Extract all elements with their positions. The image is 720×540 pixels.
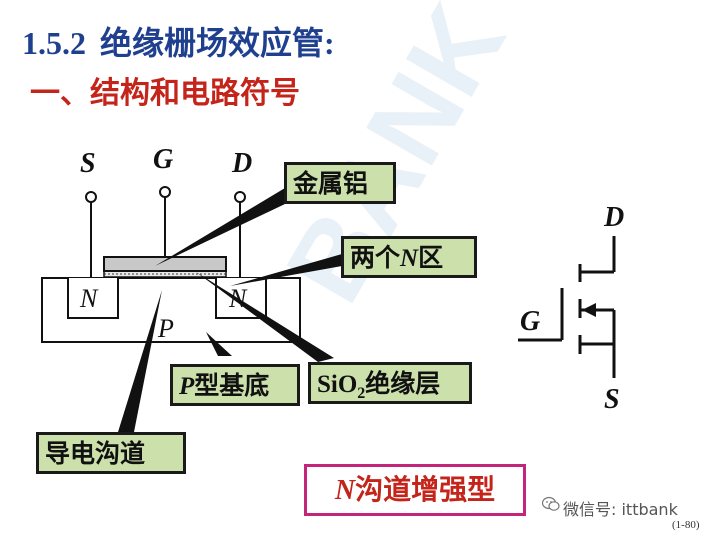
wechat-watermark: 微信号: ittbank <box>563 500 678 519</box>
n-region-left-label: N <box>80 284 98 313</box>
callout-channel: 导电沟道 <box>36 432 186 474</box>
callout-metal: 金属铝 <box>284 162 396 204</box>
callout-two-n-suffix: 区 <box>418 243 444 272</box>
wechat-icon <box>542 496 560 511</box>
callout-pointer-channel <box>118 290 162 432</box>
source-terminal-dot <box>85 191 97 203</box>
n-region-right-label: N <box>229 284 247 313</box>
device-type-text: 沟道增强型 <box>355 473 496 506</box>
section-number: 1.5.2 <box>22 25 86 61</box>
page-number: (1-80) <box>672 519 700 531</box>
source-label: S <box>80 148 96 179</box>
gate-terminal-dot <box>159 186 171 198</box>
n-region-left <box>67 278 119 319</box>
symbol-arrow <box>582 303 596 317</box>
page-title: 1.5.2 绝缘栅场效应管: <box>22 18 335 64</box>
substrate-region-label: P <box>158 314 174 343</box>
callout-pointer-metal <box>155 188 285 266</box>
device-type-label: N沟道增强型 <box>304 464 526 516</box>
callout-two-n-letter: N <box>400 245 419 272</box>
callout-pointer-substrate <box>206 332 232 356</box>
callout-substrate-letter: P <box>179 373 195 400</box>
callout-oxide-suffix: 绝缘层 <box>365 369 441 398</box>
callout-pointer-two-n <box>230 254 342 286</box>
gate-label: G <box>153 144 174 175</box>
callout-oxide: SiO2绝缘层 <box>308 362 472 404</box>
symbol-gate-label: G <box>520 306 541 337</box>
callout-pointer-oxide <box>196 272 334 362</box>
drain-label: D <box>232 148 253 179</box>
callout-channel-text: 导电沟道 <box>45 439 146 468</box>
callout-two-n: 两个N区 <box>341 236 477 278</box>
callout-metal-text: 金属铝 <box>293 169 369 198</box>
section-title: 绝缘栅场效应管: <box>100 25 335 61</box>
drain-terminal-dot <box>234 191 246 203</box>
callout-oxide-prefix: SiO <box>317 371 358 398</box>
callout-substrate: P型基底 <box>170 364 300 406</box>
symbol-drain-label: D <box>604 202 625 233</box>
page-subtitle: 一、结构和电路符号 <box>30 76 300 111</box>
callout-oxide-subscript: 2 <box>357 385 366 402</box>
callout-substrate-suffix: 型基底 <box>194 371 270 400</box>
symbol-source-label: S <box>604 384 620 415</box>
metal-gate <box>103 256 227 272</box>
device-type-letter: N <box>334 475 356 506</box>
callout-two-n-prefix: 两个 <box>350 243 401 272</box>
